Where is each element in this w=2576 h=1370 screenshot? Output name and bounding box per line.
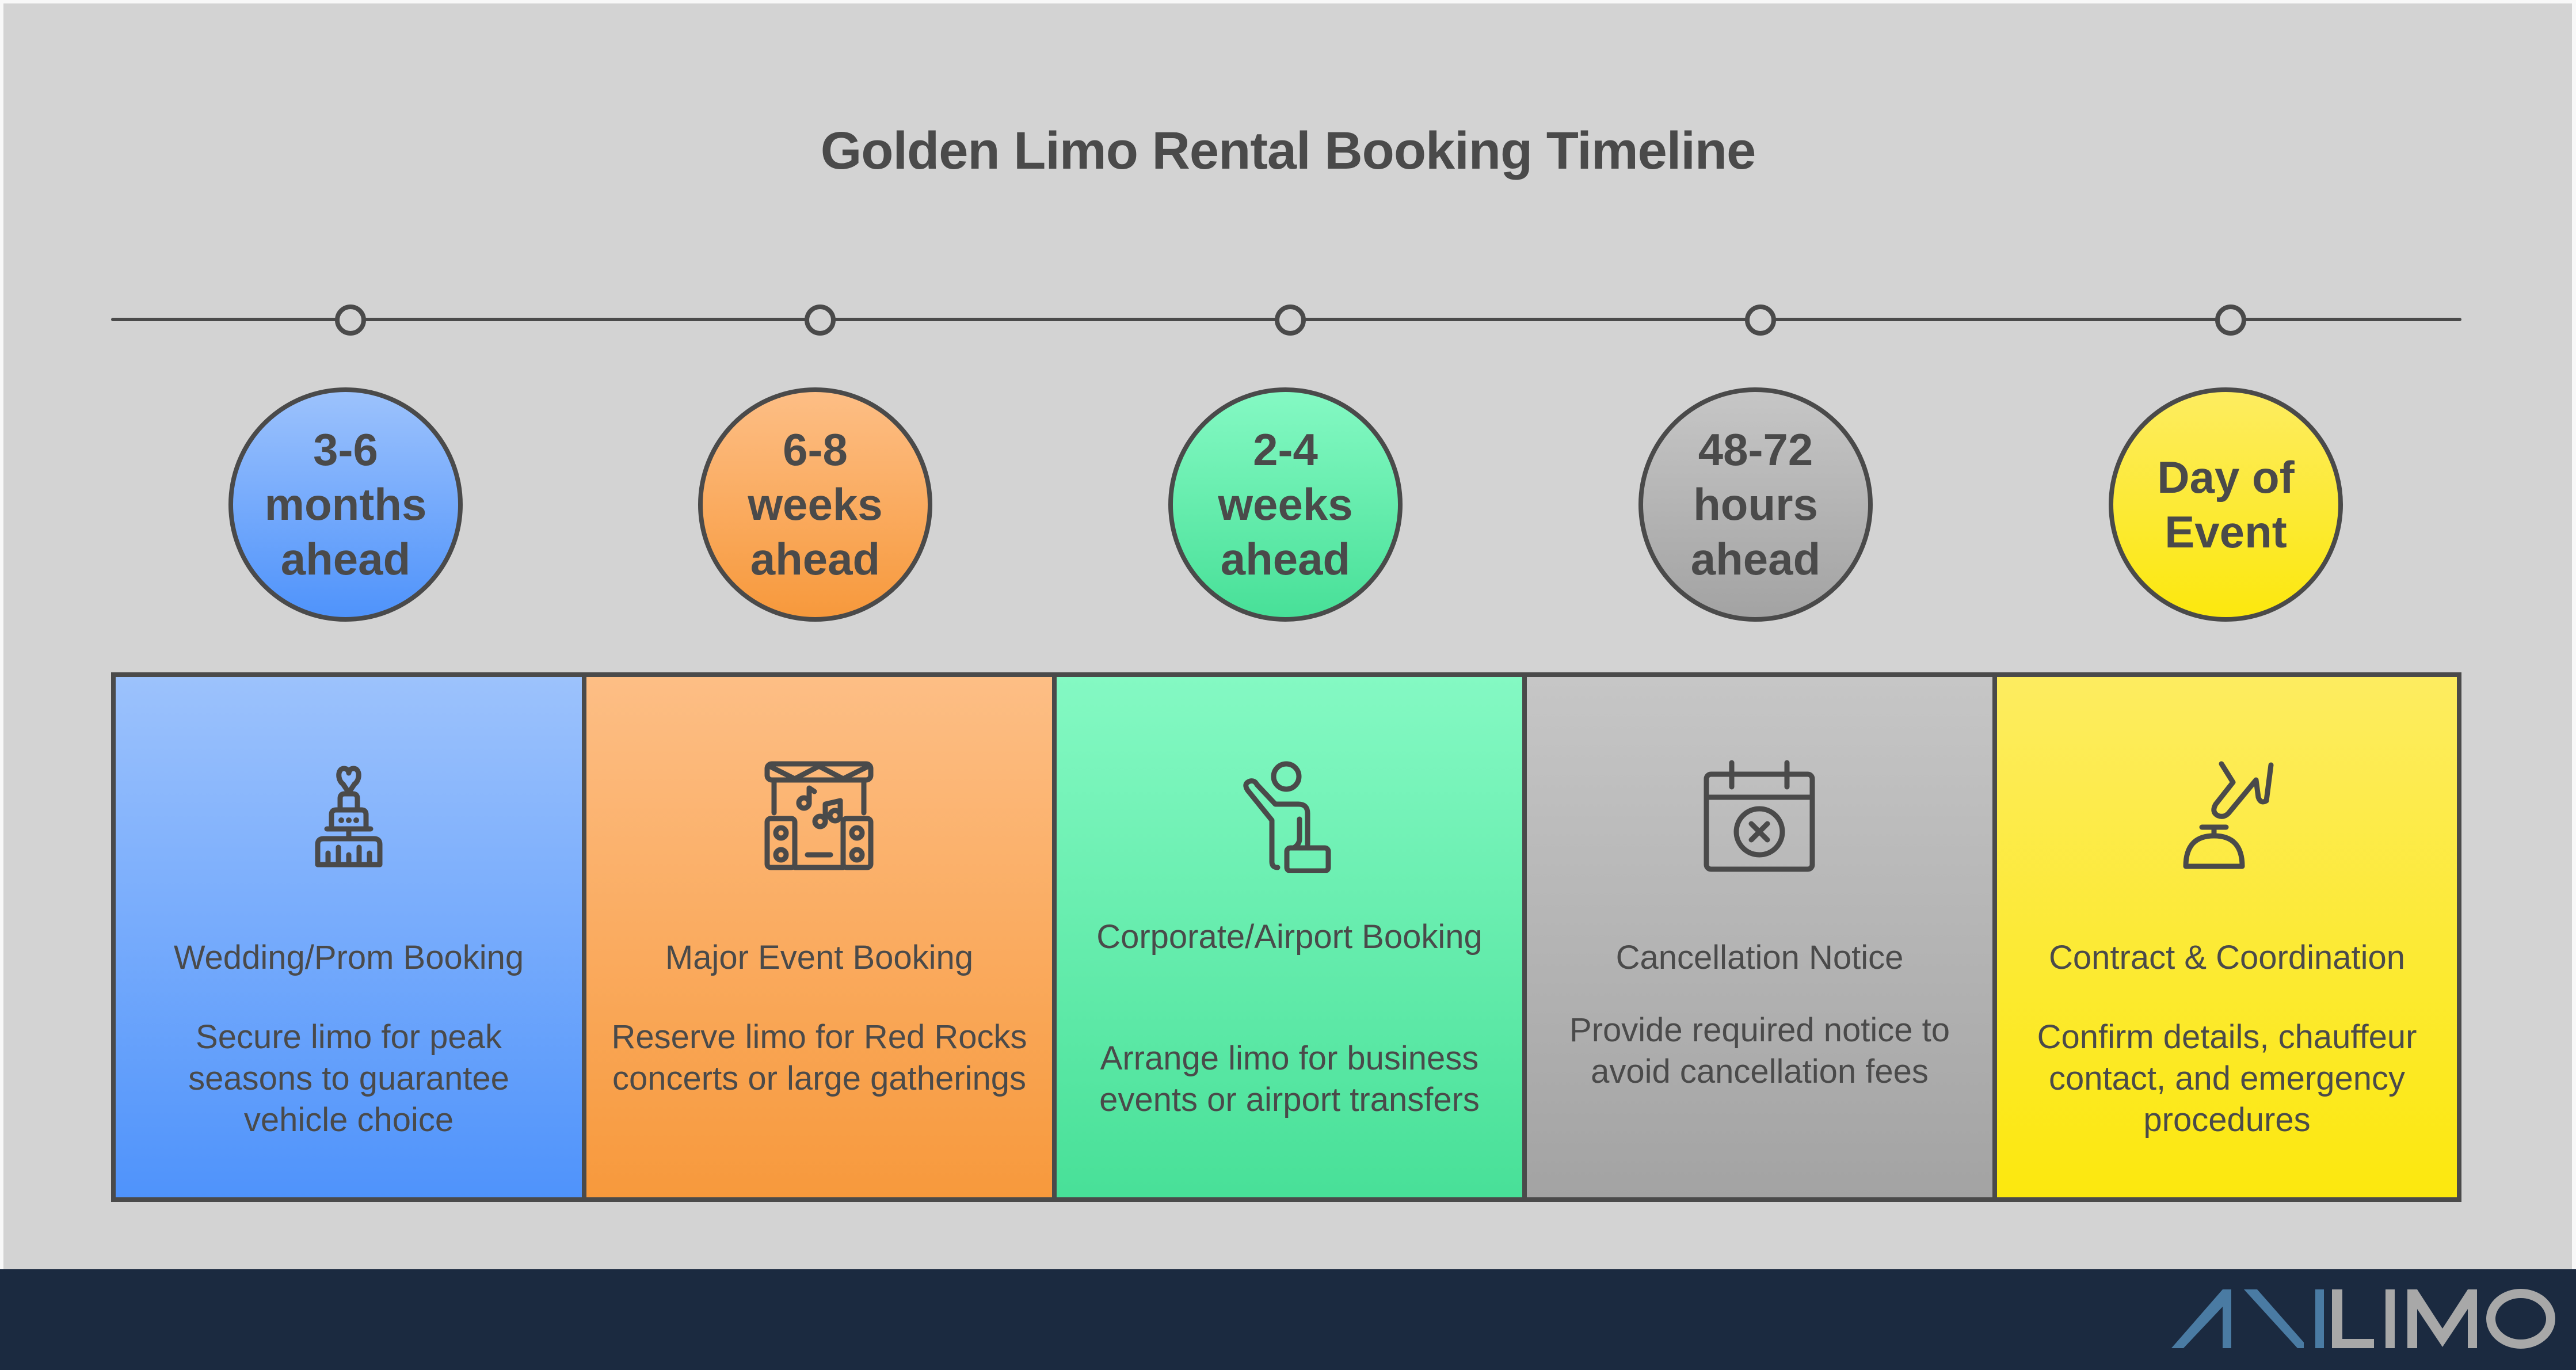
stage-card-wedding: Wedding/Prom Booking Secure limo for pea… <box>111 672 586 1202</box>
timeline-marker-5 <box>2215 305 2246 336</box>
diagram-title: Golden Limo Rental Booking Timeline <box>820 121 1756 180</box>
stage-description: Confirm details, chauffeur contact, and … <box>2037 1018 2417 1139</box>
stage-card-coordination: Contract & Coordination Confirm details,… <box>1992 672 2461 1202</box>
stage-card-corporate: Corporate/Airport Booking Arrange limo f… <box>1052 672 1527 1202</box>
timeline-marker-4 <box>1745 305 1776 336</box>
stage-card-cancellation: Cancellation Notice Provide required not… <box>1522 672 1997 1202</box>
stage-description: Provide required notice to avoid cancell… <box>1569 1011 1950 1090</box>
logo-text-limo <box>2332 1289 2555 1349</box>
timeline-marker-3 <box>1275 305 1306 336</box>
timeframe-label: 48-72 hours ahead <box>1690 424 1821 584</box>
service-bell-icon <box>2183 761 2274 869</box>
timeframe-bubble-2: 6-8 weeks ahead <box>698 387 932 622</box>
stage-card-major-event: Major Event Booking Reserve limo for Red… <box>582 672 1057 1202</box>
stage-description: Reserve limo for Red Rocks concerts or l… <box>611 1018 1027 1097</box>
stage-description: Secure limo for peak seasons to guarante… <box>188 1018 509 1139</box>
stage-cards: Wedding/Prom Booking Secure limo for pea… <box>111 672 2461 1202</box>
stage-title: Major Event Booking <box>665 939 974 976</box>
timeframe-label: Day of Event <box>2157 451 2295 557</box>
timeline-marker-2 <box>805 305 836 336</box>
timeframe-label: 2-4 weeks ahead <box>1218 424 1353 584</box>
timeframe-label: 6-8 weeks ahead <box>748 424 883 584</box>
logo-accent-avi <box>2171 1289 2324 1348</box>
avilimo-logo: AVILIMO <box>2171 1289 2555 1349</box>
timeframe-bubble-3: 2-4 weeks ahead <box>1168 387 1403 622</box>
footer-bar <box>0 1269 2576 1370</box>
timeframe-label: 3-6 months ahead <box>264 424 427 584</box>
stage-description: Arrange limo for business events or airp… <box>1099 1040 1480 1118</box>
stage-title: Wedding/Prom Booking <box>173 939 524 976</box>
business-traveler-icon <box>1243 761 1331 873</box>
wedding-cake-icon <box>315 766 383 867</box>
concert-stage-icon <box>764 761 874 870</box>
timeframe-bubble-5: Day of Event <box>2109 387 2343 622</box>
calendar-cancel-icon <box>1704 760 1815 872</box>
stage-title: Cancellation Notice <box>1615 939 1904 976</box>
timeframe-bubble-4: 48-72 hours ahead <box>1638 387 1873 622</box>
timeframe-bubble-1: 3-6 months ahead <box>228 387 463 622</box>
stage-title: Corporate/Airport Booking <box>1096 918 1483 956</box>
timeline-marker-1 <box>335 305 366 336</box>
stage-title: Contract & Coordination <box>2049 939 2405 976</box>
